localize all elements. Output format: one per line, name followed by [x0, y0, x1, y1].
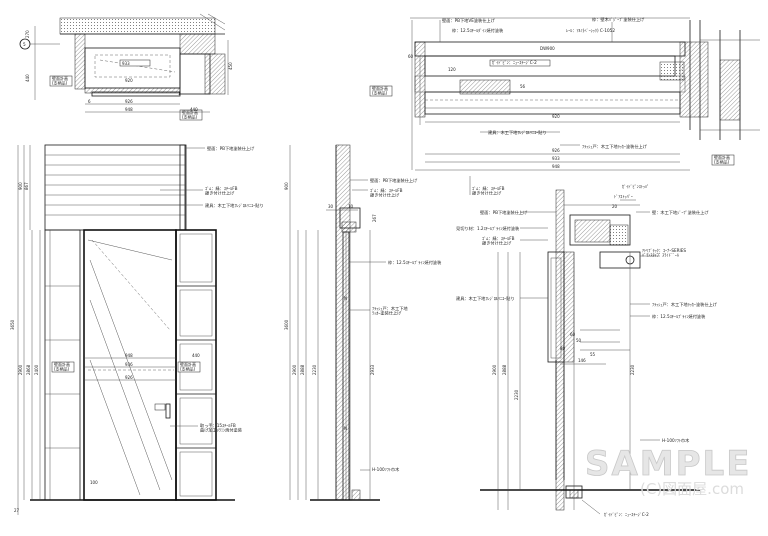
- tr-dim-948: 948: [552, 164, 560, 169]
- sec-dim-30: 30: [328, 204, 334, 209]
- note-wall-finish: 壁面：PB下地塗装仕上げ: [207, 145, 255, 152]
- elev-dim-27: 27: [14, 508, 20, 513]
- note-frame-dim-b: 枠：12.5ｽﾁｰﾙﾌﾞﾗｲﾝ焼付塗装: [388, 259, 442, 266]
- svg-text:N: N: [344, 426, 347, 431]
- vd-dim-50: 50: [576, 338, 582, 343]
- note-frame-top: 枠：12.5ｽﾁｰﾙﾀﾞｲﾝ焼付塗装: [452, 27, 504, 34]
- existing-wall-tag-3: 壁面計画(支柄品): [54, 361, 70, 372]
- dim-450: 450: [228, 62, 233, 70]
- note-tatemono: 枠：壁木ﾊﾞｼﾞｰﾌﾟ塗装仕上げ: [592, 16, 645, 23]
- sec-dim-10: 10: [348, 204, 354, 209]
- note-shoji: 見切り材：1.2ｽﾁｰﾙﾌﾞﾗｲﾝ焼付塗装: [456, 225, 520, 232]
- note-wall-finish-tr: 壁面：PB下地VE塗装仕上げ: [442, 17, 496, 24]
- dim-920: 920: [125, 78, 133, 83]
- vd-dim-55: 55: [590, 352, 596, 357]
- note-tategu-vd: 建具：木工下地ﾌﾚｼﾞﾛﾙﾘﾆﾕｰ貼り: [456, 295, 515, 302]
- existing-wall-tag-1: 壁面計画(支柄品): [52, 75, 68, 86]
- note-flush-door: ﾌﾗｯｼｭ戸：木工下地ﾗｯｶｰ塗装仕上げ: [372, 305, 408, 317]
- tr-dim-926: 926: [552, 148, 560, 153]
- note-top-guide: ｶﾞｲﾄﾞﾋﾟﾝ：ﾆｭｰｽﾃｰｼﾞC-2: [492, 59, 537, 66]
- note-soft-skirting: H-100ｿﾌﾄ巾木: [372, 466, 400, 473]
- vd-dim-2888: 2888: [502, 364, 507, 375]
- plan-dim-note: 933: [122, 61, 130, 66]
- vd-dim-2230c: 2230: [630, 364, 635, 375]
- tr-dim-920: 920: [552, 114, 560, 119]
- note-stopper: ﾄﾞｱｽﾄｯﾊﾟｰ: [614, 193, 633, 199]
- note-rail: ﾚｰﾙ：ｱﾙﾐ(ﾍﾞｰｼｯｸ) C-1052: [566, 28, 615, 33]
- section-middle: N N 900 3600 2900 2888 2230 2933 30 10 2…: [284, 144, 442, 501]
- tr-dim-60: 60: [408, 54, 414, 59]
- elevation-left: 948 936 926 440 3650 900 867 2900 2868 2…: [10, 144, 264, 515]
- elev-dim-2900: 2900: [18, 364, 23, 375]
- note-flush-vd: ﾌﾗｯｼｭ戸：木工下地ﾗｯｶｰ塗装仕上げ: [652, 301, 718, 308]
- dim-270: 270: [25, 30, 30, 38]
- elev-dim-936: 936: [125, 362, 133, 367]
- vd-dim-146: 146: [578, 358, 586, 363]
- elev-dim-2868: 2868: [26, 364, 31, 375]
- elev-dim-948: 948: [125, 353, 133, 358]
- existing-wall-tag-6: 壁面計画(支柄品): [372, 85, 388, 96]
- tr-dim-933: 933: [552, 156, 560, 161]
- note-wall-paint: 壁：木工下地ｼﾞｰﾌﾟ塗装仕上げ: [652, 209, 709, 216]
- vd-dim-20: 20: [612, 204, 618, 209]
- elev-dim-3650: 3650: [10, 319, 15, 330]
- vd-dim-60: 60: [570, 332, 576, 337]
- sample-watermark: SAMPLE (C)図面屋.com: [585, 444, 751, 498]
- elev-dim-900: 900: [18, 182, 23, 190]
- plan-detail-top-right: 926 933 948 DW900 120 920 60 56 壁面：PB下地V…: [369, 16, 760, 197]
- dim-948: 948: [125, 107, 133, 112]
- vertical-section-detail: 2900 2888 2230 2230 146 80 55 50 60 20 壁…: [456, 183, 718, 518]
- note-wall-finish-vd: 壁面：PB下地塗装仕上げ: [480, 209, 528, 216]
- watermark-sub: (C)図面屋.com: [640, 480, 744, 498]
- note-tategu: 建具：木工下地ﾌﾚｼﾞﾛﾙﾘﾆﾕｰ貼り: [205, 202, 264, 209]
- dim-440b: 440: [190, 107, 198, 112]
- dim-6: 6: [88, 99, 91, 104]
- sec-dim-2933: 2933: [370, 364, 375, 375]
- section-marker-label: 5: [23, 42, 26, 47]
- sec-dim-267: 267: [372, 214, 377, 222]
- vd-dim-2230: 2230: [514, 389, 519, 400]
- note-soft-skirting-vd: H-100ｿﾌﾄ巾木: [662, 437, 690, 444]
- watermark-main: SAMPLE: [585, 444, 751, 484]
- sec-dim-3600: 3600: [284, 319, 289, 330]
- note-frame-vd: 枠：12.5ｽﾁｰﾙﾌﾞﾗｲﾝ焼付塗装: [652, 313, 706, 320]
- existing-wall-tag-5: 壁面計画(支柄品): [714, 154, 730, 165]
- dim-440: 440: [25, 74, 30, 82]
- tr-dim-dw900: DW900: [540, 46, 555, 51]
- sec-dim-900: 900: [284, 182, 289, 190]
- plan-detail-top-left: 5 933 壁面計画(支柄品) 壁面計画(支柄品) 270 440 450 92…: [19, 13, 233, 121]
- note-wall-finish-sec: 壁面：PB下地塗装仕上げ: [370, 177, 418, 184]
- elev-dim-867: 867: [24, 182, 29, 190]
- elev-dim-926: 926: [125, 375, 133, 380]
- note-bottom-guide: ｶﾞｲﾄﾞﾋﾟﾝ：ﾆｭｰｽﾃｰｼﾞC-2: [604, 511, 649, 518]
- dim-926: 926: [125, 99, 133, 104]
- existing-wall-tag-4: 壁面計画(支柄品): [180, 361, 196, 372]
- vd-dim-2900: 2900: [492, 364, 497, 375]
- note-guide: ｶﾞｲﾄﾞﾋﾟﾝｽﾄｯﾊﾟ: [622, 183, 649, 190]
- sec-dim-2888: 2888: [300, 364, 305, 375]
- tr-dim-56: 56: [520, 84, 526, 89]
- sec-dim-2230: 2230: [312, 364, 317, 375]
- tr-dim-120: 120: [448, 67, 456, 72]
- vd-dim-80: 80: [560, 346, 566, 351]
- elev-dim-2400: 2400: [34, 364, 39, 375]
- dim-1: 1: [178, 91, 181, 96]
- elev-dim-100: 100: [90, 480, 98, 485]
- svg-text:N: N: [344, 296, 347, 301]
- note-flush-door-tr: ﾌﾗｯｼｭ戸：木工下地ﾗｯｶｰ塗装仕上げ: [582, 143, 648, 150]
- note-tategu-tr: 建具：木工下地ﾌﾚｼﾞﾛﾙﾘﾆﾕｰ貼り: [488, 129, 547, 136]
- elev-dim-440: 440: [192, 353, 200, 358]
- sec-dim-2900: 2900: [292, 364, 297, 375]
